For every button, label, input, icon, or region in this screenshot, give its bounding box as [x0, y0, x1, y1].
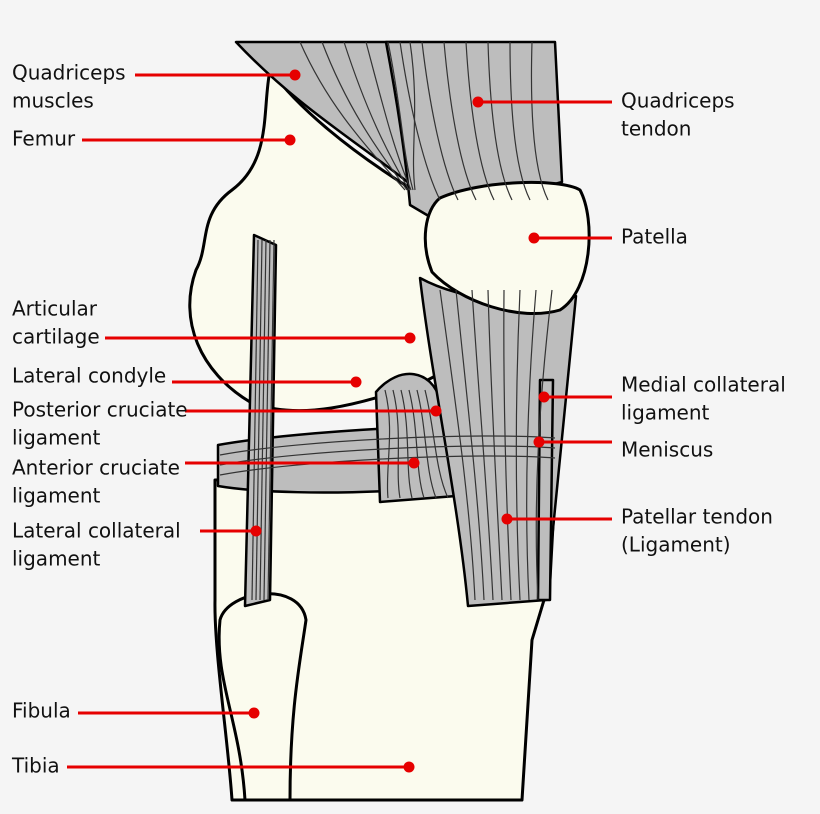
meniscus-fiber — [219, 445, 556, 466]
femur-label: Femur — [12, 127, 76, 151]
lateral-condyle-label: Lateral condyle — [12, 364, 166, 388]
tendon-fiber — [421, 41, 459, 201]
muscle-fiber — [387, 41, 414, 191]
patellar-tendon-fiber — [535, 289, 553, 601]
patella-label: Patella — [621, 225, 688, 249]
muscle-fiber — [409, 41, 416, 191]
quadriceps-muscles-marker-dot — [289, 69, 301, 81]
muscle-fiber — [343, 41, 410, 191]
muscle-fiber — [299, 41, 406, 191]
ligament-fiber — [263, 239, 271, 601]
tibia-marker-dot — [403, 761, 415, 773]
femur-marker-dot — [284, 134, 296, 146]
ligament-fiber — [255, 239, 263, 601]
medial-collateral-ligament-shape — [536, 378, 555, 602]
ligament-fiber — [267, 239, 275, 601]
medial-collateral-ligament-marker-dot — [538, 391, 550, 403]
cruciate-fiber — [416, 389, 437, 499]
quadriceps-muscles-label: Quadriceps — [12, 61, 126, 85]
tibia-label: Tibia — [11, 754, 60, 778]
anterior-cruciate-ligament-label: ligament — [12, 484, 101, 508]
tendon-fiber — [399, 41, 441, 201]
patella-marker-dot — [528, 232, 540, 244]
patellar-tendon-fiber — [525, 289, 537, 601]
muscle-fiber — [365, 41, 412, 191]
lateral-collateral-ligament-label: ligament — [12, 547, 101, 571]
meniscus-fiber — [219, 455, 556, 476]
quadriceps-tendon-label: tendon — [621, 117, 691, 141]
fibula-marker-dot — [248, 707, 260, 719]
tendon-fiber — [465, 41, 495, 201]
medial-collateral-ligament-label: ligament — [621, 401, 710, 425]
patellar-tendon-marker-dot — [501, 513, 513, 525]
patellar-tendon-fiber — [439, 289, 476, 601]
cruciate-fiber — [400, 389, 413, 499]
lateral-condyle-marker-dot — [350, 376, 362, 388]
quadriceps-muscles-label: muscles — [12, 89, 94, 113]
cruciate-fiber — [408, 389, 425, 499]
tissue-fibers — [219, 41, 556, 601]
posterior-cruciate-ligament-marker-dot — [430, 405, 442, 417]
fibula-label: Fibula — [12, 699, 71, 723]
patellar-tendon-fiber — [515, 289, 521, 601]
meniscus-fiber — [219, 435, 556, 456]
articular-cartilage-label: cartilage — [12, 325, 100, 349]
tendon-fiber — [509, 41, 531, 201]
patellar-tendon-fiber — [503, 289, 512, 601]
patellar-tendon-fiber — [455, 289, 485, 601]
ligament-fiber — [259, 239, 267, 601]
patella-shape — [423, 180, 591, 315]
patellar-tendon-fiber — [487, 289, 503, 601]
lateral-collateral-ligament-label: Lateral collateral — [12, 519, 181, 543]
patellar-tendon-fiber — [471, 289, 494, 601]
ligament-fiber — [251, 239, 259, 601]
anterior-cruciate-ligament-marker-dot — [408, 457, 420, 469]
patellar-tendon-label: Patellar tendon — [621, 505, 773, 529]
patellar-tendon-label: (Ligament) — [621, 533, 731, 557]
medial-collateral-ligament-label: Medial collateral — [621, 373, 786, 397]
quadriceps-tendon-marker-dot — [472, 96, 484, 108]
articular-cartilage-label: Articular — [12, 297, 98, 321]
tendon-fiber — [443, 41, 477, 201]
meniscus-label: Meniscus — [621, 438, 713, 462]
tendon-fiber — [530, 41, 549, 201]
meniscus-marker-dot — [533, 436, 545, 448]
tendon-fiber — [487, 41, 513, 201]
posterior-cruciate-ligament-label: Posterior cruciate — [12, 398, 188, 422]
cruciate-fiber — [424, 389, 449, 499]
quadriceps-tendon-label: Quadriceps — [621, 89, 735, 113]
label-leaders — [67, 69, 612, 773]
lateral-collateral-ligament-marker-dot — [250, 525, 262, 537]
anterior-cruciate-ligament-label: Anterior cruciate — [12, 456, 180, 480]
muscle-fiber — [321, 41, 408, 191]
posterior-cruciate-ligament-label: ligament — [12, 426, 101, 450]
articular-cartilage-marker-dot — [404, 332, 416, 344]
